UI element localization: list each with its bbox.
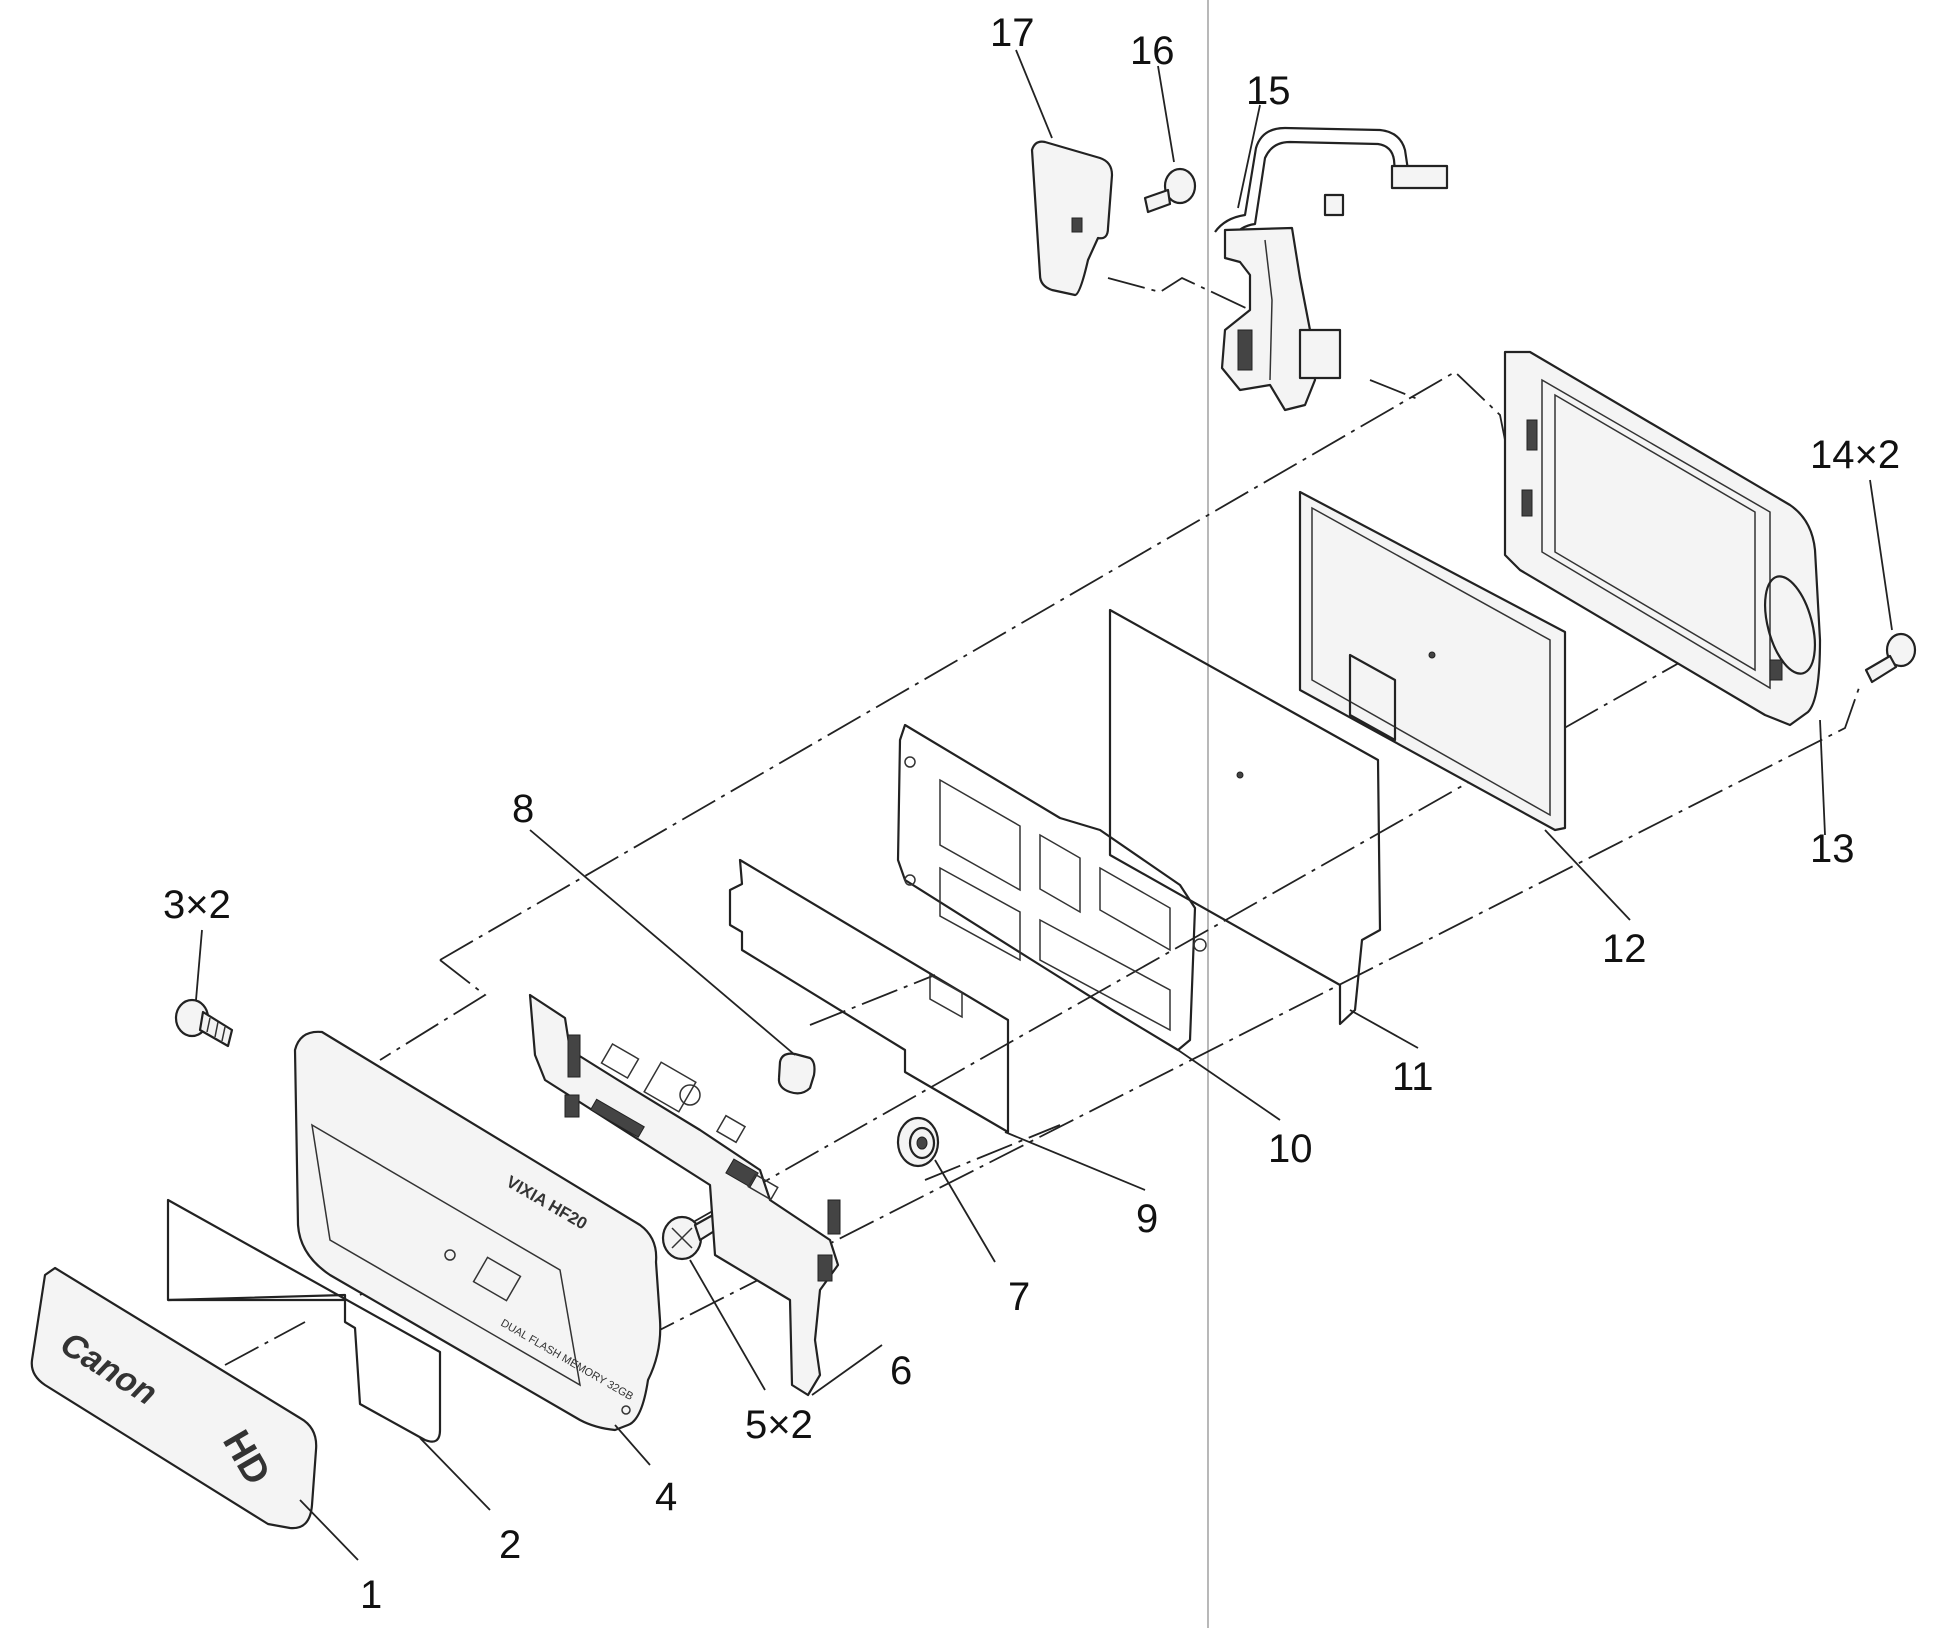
part-3-screw <box>174 998 234 1048</box>
leader-lines <box>195 49 1893 1561</box>
callout-1: 1 <box>360 1573 382 1617</box>
callout-15: 15 <box>1246 69 1291 113</box>
callout-9: 9 <box>1136 1197 1158 1241</box>
callout-10: 10 <box>1268 1127 1313 1171</box>
callout-16: 16 <box>1130 29 1175 73</box>
part-16-screw <box>1143 167 1197 214</box>
part-15-hinge-assembly <box>1214 126 1449 412</box>
callout-labels: 1 2 3×2 4 5×2 6 7 8 9 10 11 12 13 14×2 1… <box>163 11 1900 1617</box>
callout-6: 6 <box>890 1349 912 1393</box>
callout-17: 17 <box>990 11 1035 55</box>
part-10-metal-bracket <box>896 723 1207 1052</box>
callout-3: 3×2 <box>163 883 231 927</box>
callout-11: 11 <box>1392 1055 1434 1099</box>
part-2-film-sheet <box>166 1198 442 1443</box>
part-6-circuit-board <box>528 993 841 1397</box>
part-17-hinge-cover <box>1030 140 1114 297</box>
part-14-screw <box>1864 632 1917 684</box>
callout-13: 13 <box>1810 827 1855 871</box>
callout-14: 14×2 <box>1810 433 1900 477</box>
part-1-canon-label-plate: Canon HD <box>30 1266 318 1530</box>
callout-2: 2 <box>499 1523 521 1567</box>
callout-4: 4 <box>655 1475 677 1519</box>
part-8-cushion-pad <box>777 1052 816 1095</box>
part-12-lcd-panel <box>1298 490 1567 832</box>
part-13-lcd-housing <box>1503 350 1822 727</box>
callout-8: 8 <box>512 787 534 831</box>
part-11-lcd-sheet <box>1108 608 1382 1026</box>
callout-5: 5×2 <box>745 1403 813 1447</box>
callout-12: 12 <box>1602 927 1647 971</box>
part-9-insulation-sheet <box>728 858 1010 1134</box>
callout-7: 7 <box>1008 1275 1030 1319</box>
part-7-jog-dial <box>896 1116 940 1168</box>
